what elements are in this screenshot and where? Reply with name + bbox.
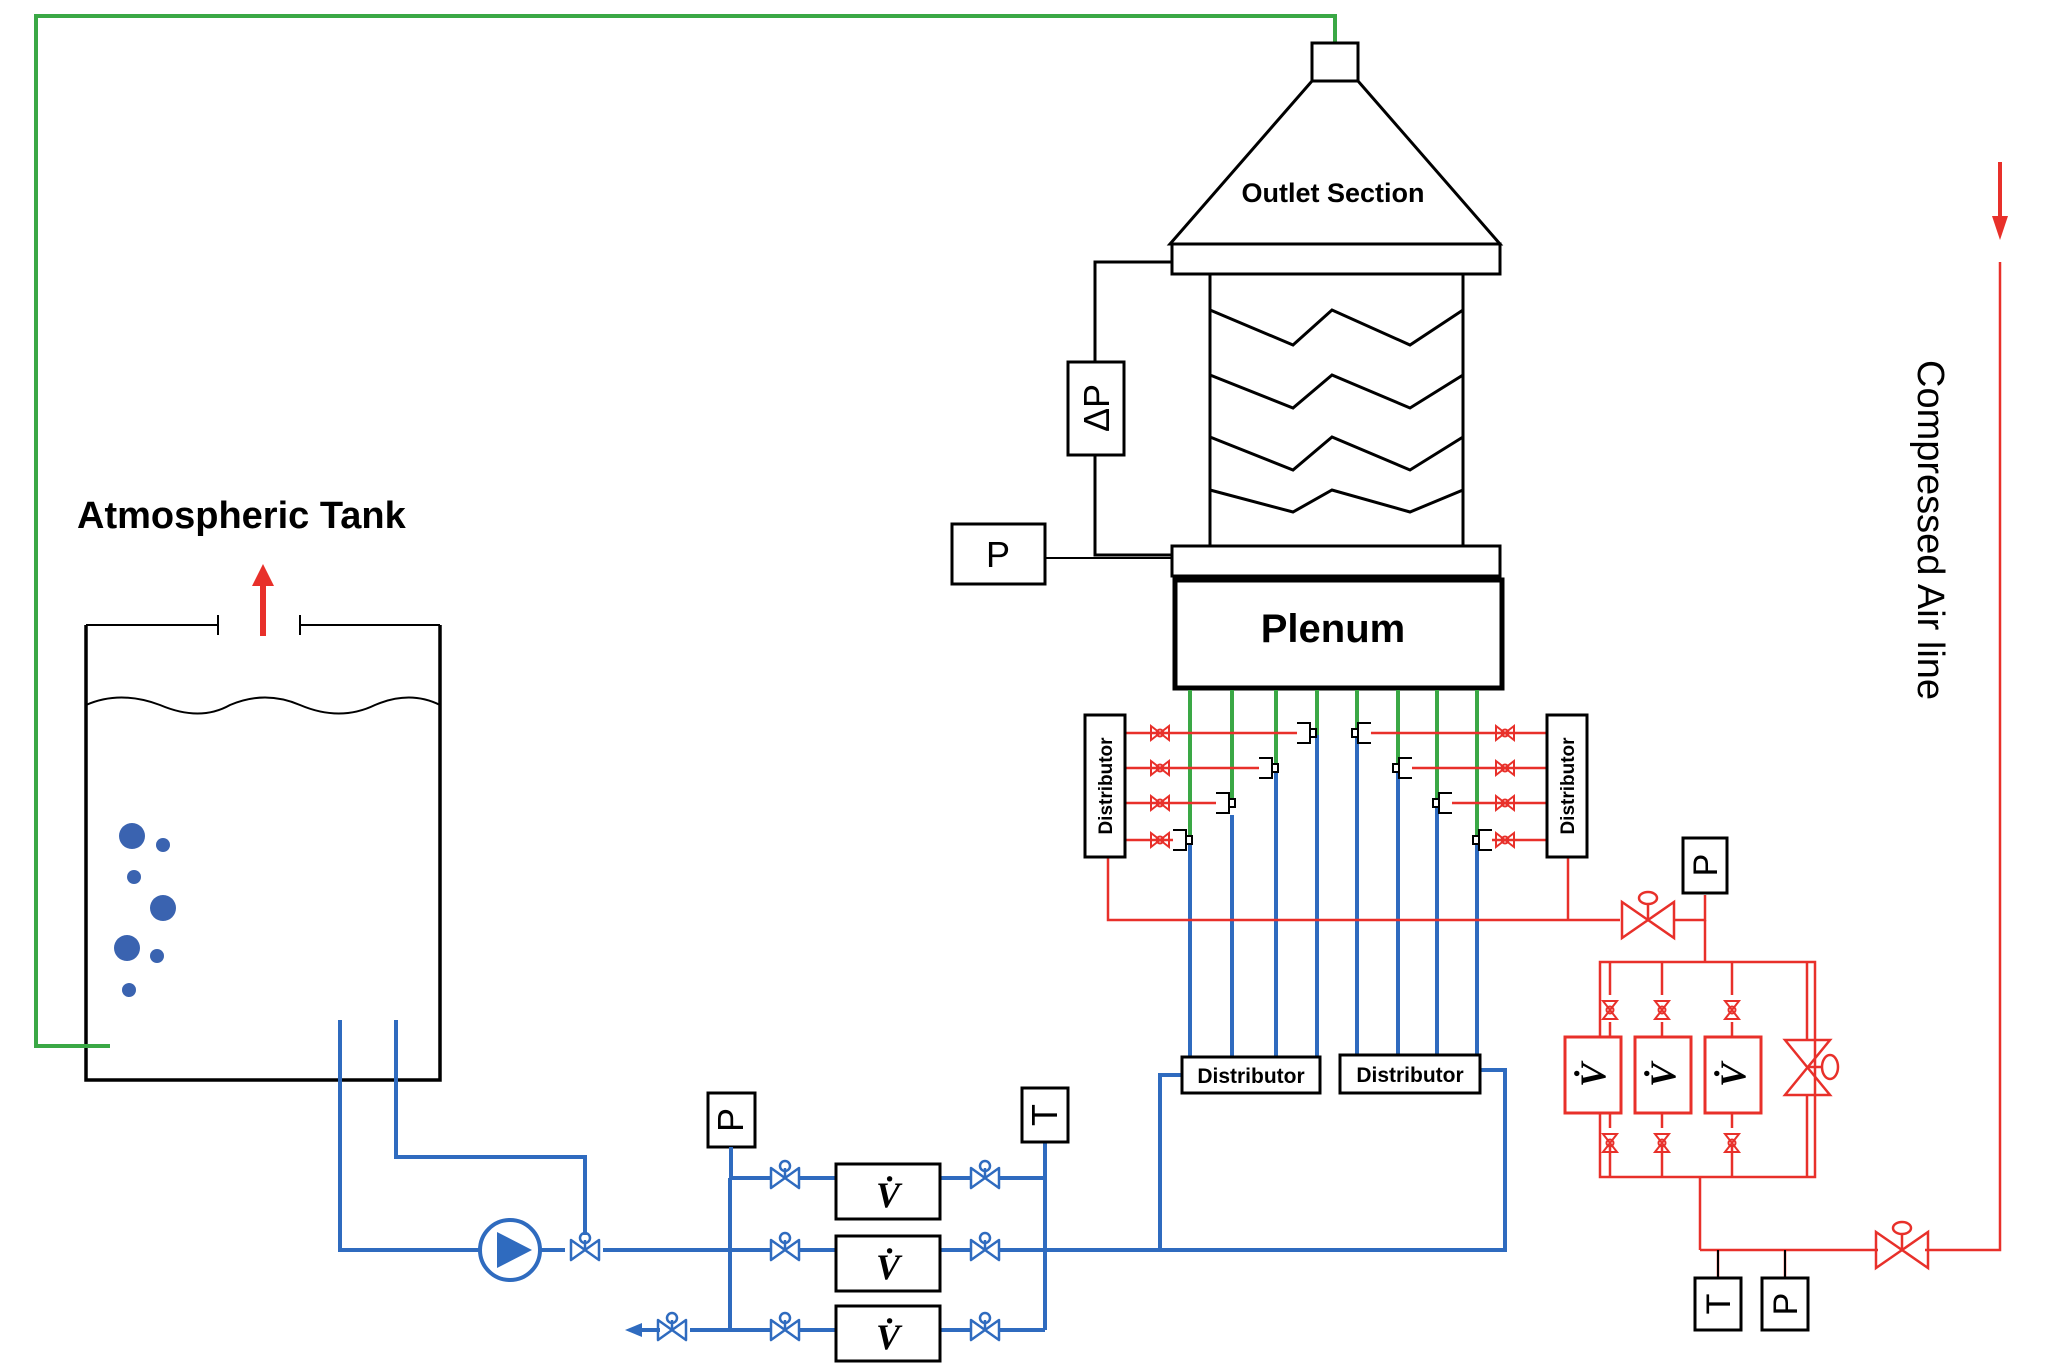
air-distributor-left: Distributor bbox=[1083, 713, 1127, 859]
return-line bbox=[34, 14, 1337, 1048]
tank-title: Atmospheric Tank bbox=[77, 495, 407, 537]
svg-text:V̇: V̇ bbox=[1713, 1060, 1753, 1087]
water-surface bbox=[85, 696, 441, 715]
outlet-section-label: Outlet Section bbox=[1241, 178, 1424, 208]
water-distributor-right: Distributor bbox=[1338, 1053, 1482, 1095]
structured-packing bbox=[1209, 308, 1464, 514]
water-temperature-sensor: T bbox=[1020, 1086, 1070, 1144]
svg-text:V̇: V̇ bbox=[1643, 1060, 1683, 1087]
svg-text:V̇: V̇ bbox=[1573, 1060, 1613, 1087]
air-flowmeters: V̇ V̇ V̇ bbox=[1563, 1035, 1763, 1115]
air-manifold bbox=[1106, 262, 2002, 1278]
air-pressure-sensor-lower: P bbox=[1760, 1250, 1810, 1332]
air-inlet-valve-icon[interactable] bbox=[1874, 1220, 1930, 1270]
svg-text:P: P bbox=[1687, 854, 1725, 877]
bottom-flange bbox=[1170, 544, 1502, 578]
svg-text:P: P bbox=[710, 1108, 751, 1132]
drain-arrow bbox=[625, 1323, 642, 1337]
flowmeter-3-label: V̇ bbox=[876, 1317, 903, 1357]
svg-text:ΔP: ΔP bbox=[1076, 384, 1117, 432]
tank-walls bbox=[84, 625, 442, 1082]
plenum-label: Plenum bbox=[1261, 607, 1405, 651]
svg-text:T: T bbox=[1700, 1294, 1738, 1315]
vent-arrow bbox=[252, 564, 274, 636]
flowmeter-1-label: V̇ bbox=[876, 1175, 903, 1215]
differential-pressure-sensor: ΔP bbox=[1066, 260, 1172, 557]
bypass-valve-icon[interactable] bbox=[569, 1231, 601, 1262]
top-flange bbox=[1170, 242, 1502, 276]
flowmeter-2-label: V̇ bbox=[876, 1247, 903, 1287]
water-distributor-left: Distributor bbox=[1180, 1055, 1322, 1095]
svg-text:Distributor: Distributor bbox=[1096, 737, 1117, 835]
svg-text:Distributor: Distributor bbox=[1356, 1064, 1463, 1087]
air-distributor-right: Distributor bbox=[1545, 713, 1589, 859]
inlet-valve-3-icon[interactable] bbox=[769, 1311, 801, 1342]
column: Outlet Section Plenum bbox=[1166, 41, 1505, 691]
air-bypass-valve[interactable] bbox=[1782, 1038, 1840, 1097]
inlet-valve-2-icon[interactable] bbox=[769, 1231, 801, 1262]
pump bbox=[478, 1218, 542, 1282]
svg-text:P: P bbox=[1767, 1293, 1805, 1316]
drain-valve-icon[interactable] bbox=[656, 1311, 688, 1342]
outlet-valve-2-icon[interactable] bbox=[969, 1231, 1001, 1262]
bubbles bbox=[114, 823, 176, 997]
atmospheric-tank: Atmospheric Tank bbox=[77, 495, 442, 1082]
outlet-valve-1-icon[interactable] bbox=[969, 1159, 1001, 1190]
svg-text:Distributor: Distributor bbox=[1197, 1065, 1304, 1088]
inlet-valve-1-icon[interactable] bbox=[769, 1159, 801, 1190]
compressed-air-arrow bbox=[1992, 162, 2008, 240]
air-temperature-sensor: T bbox=[1693, 1250, 1743, 1332]
outlet-valve-3-icon[interactable] bbox=[969, 1311, 1001, 1342]
water-pressure-sensor: P bbox=[706, 1091, 757, 1178]
svg-text:P: P bbox=[986, 534, 1010, 575]
air-control-valve-icon[interactable] bbox=[1620, 890, 1676, 940]
plenum bbox=[1172, 577, 1505, 691]
tee-fittings bbox=[1172, 722, 1493, 851]
column-pressure-sensor: P bbox=[950, 522, 1172, 586]
compressed-air-label: Compressed Air line bbox=[1909, 360, 1951, 700]
svg-text:T: T bbox=[1024, 1104, 1065, 1126]
air-pressure-sensor-upper: P bbox=[1681, 836, 1729, 895]
outlet-nozzle bbox=[1310, 41, 1360, 83]
svg-text:Distributor: Distributor bbox=[1558, 737, 1579, 835]
water-circuit bbox=[338, 735, 1507, 1332]
water-flowmeters: V̇ V̇ V̇ bbox=[834, 1162, 942, 1363]
outlet-cone bbox=[1166, 79, 1504, 246]
air-injection-valves bbox=[1150, 725, 1515, 848]
